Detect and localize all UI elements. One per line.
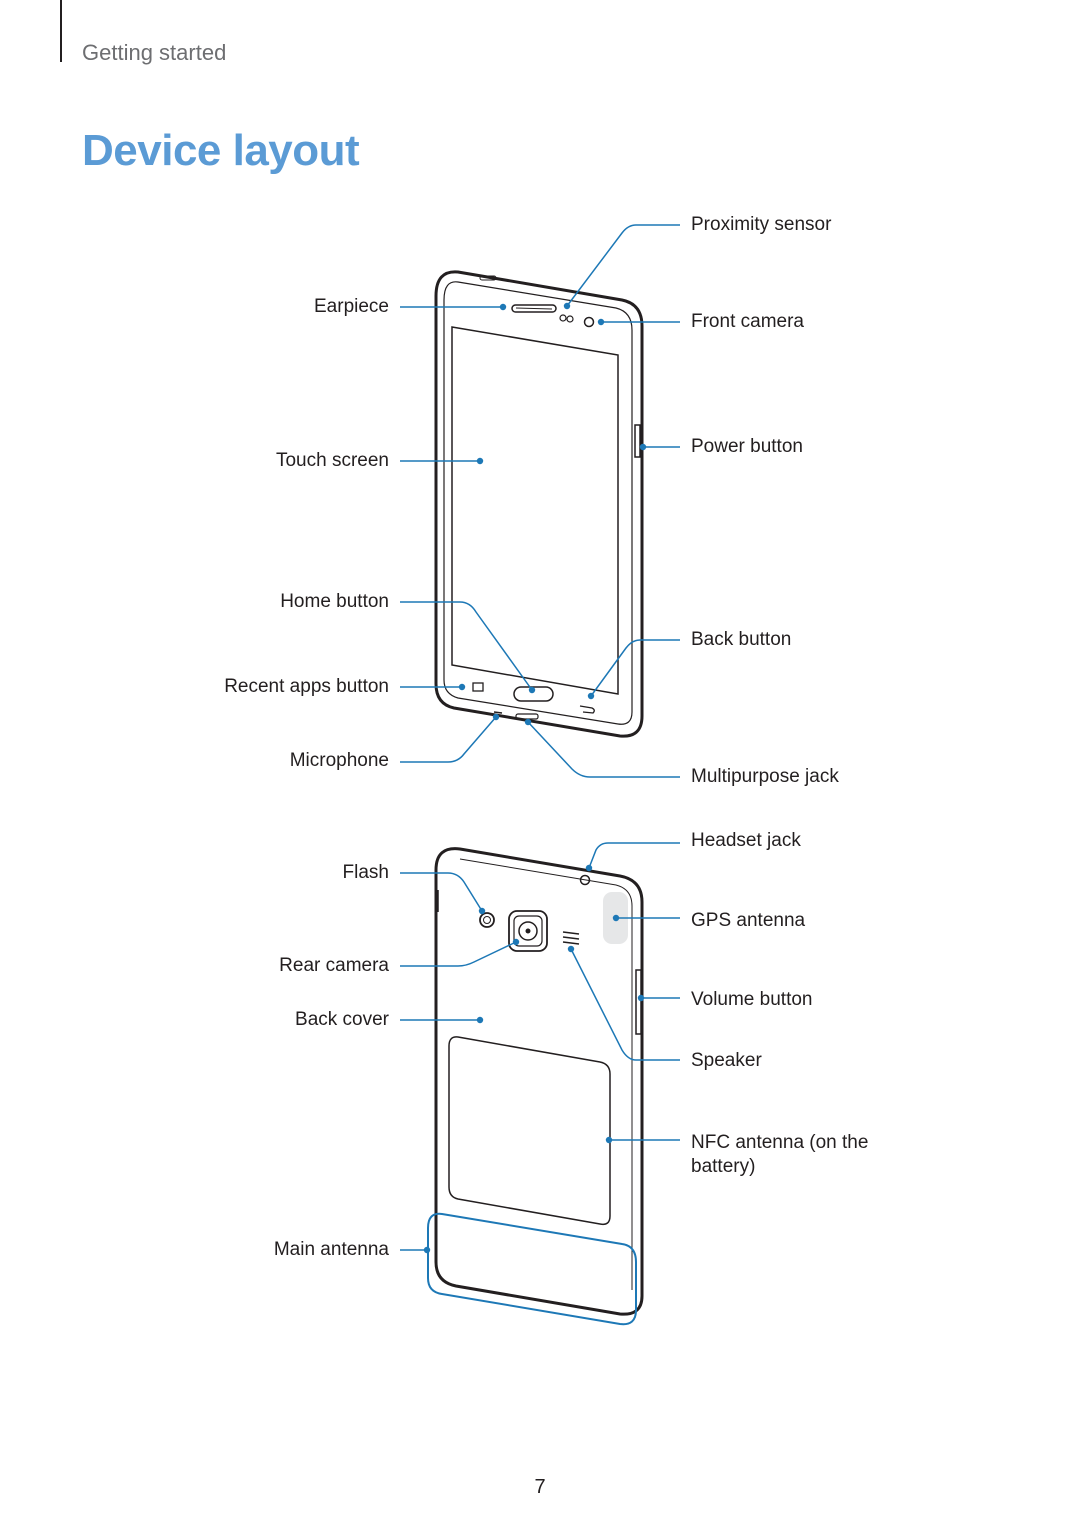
headset-jack-label: Headset jack xyxy=(691,830,801,851)
page-number: 7 xyxy=(534,1476,546,1498)
earpiece-grille xyxy=(511,304,557,313)
multipurpose-jack-label: Multipurpose jack xyxy=(691,766,839,787)
headset-jack-shape xyxy=(579,874,591,886)
speaker-grille xyxy=(562,931,580,935)
back-glyph xyxy=(579,705,595,714)
nfc-antenna-label-line2: battery) xyxy=(691,1156,756,1177)
touch-screen-label: Touch screen xyxy=(275,450,389,471)
proximity-sensor-dot-2 xyxy=(566,315,574,323)
page-title: Device layout xyxy=(82,126,360,175)
front-device xyxy=(434,270,644,738)
earpiece-label: Earpiece xyxy=(314,296,389,317)
nfc-antenna-outline xyxy=(448,1036,611,1226)
recent-apps-button-label: Recent apps button xyxy=(224,676,389,697)
touch-screen-area xyxy=(451,326,619,695)
main-antenna-outline xyxy=(427,1212,637,1326)
power-button-label: Power button xyxy=(691,436,803,457)
proximity-sensor-label: Proximity sensor xyxy=(691,214,832,235)
back-cover-label: Back cover xyxy=(295,1009,389,1030)
microphone-label: Microphone xyxy=(289,750,389,771)
power-key xyxy=(634,424,641,458)
front-camera-label: Front camera xyxy=(691,311,804,332)
gps-antenna-label: GPS antenna xyxy=(691,910,806,931)
back-button-label: Back button xyxy=(691,629,792,650)
proximity-sensor-dot-1 xyxy=(559,314,567,322)
flash-label: Flash xyxy=(342,862,389,883)
nfc-antenna-label-line1: NFC antenna (on the xyxy=(691,1132,869,1153)
rear-camera-housing xyxy=(508,910,548,952)
section-rule xyxy=(60,0,62,62)
rear-device xyxy=(427,847,644,1326)
rear-right-callouts xyxy=(567,842,680,1144)
recent-apps-glyph xyxy=(472,682,484,692)
home-button-shape xyxy=(513,686,554,702)
rear-camera-label: Rear camera xyxy=(279,955,389,976)
front-right-callouts xyxy=(524,224,680,778)
flash-shape xyxy=(479,912,495,928)
volume-button-label: Volume button xyxy=(691,989,813,1010)
section-header: Getting started xyxy=(82,40,227,65)
main-antenna-label: Main antenna xyxy=(273,1239,389,1260)
rear-left-callouts xyxy=(400,872,520,1254)
speaker-label: Speaker xyxy=(691,1050,762,1071)
home-button-label: Home button xyxy=(280,591,389,612)
volume-key xyxy=(635,969,642,1035)
front-camera-lens xyxy=(583,316,595,328)
front-left-callouts xyxy=(400,303,536,763)
